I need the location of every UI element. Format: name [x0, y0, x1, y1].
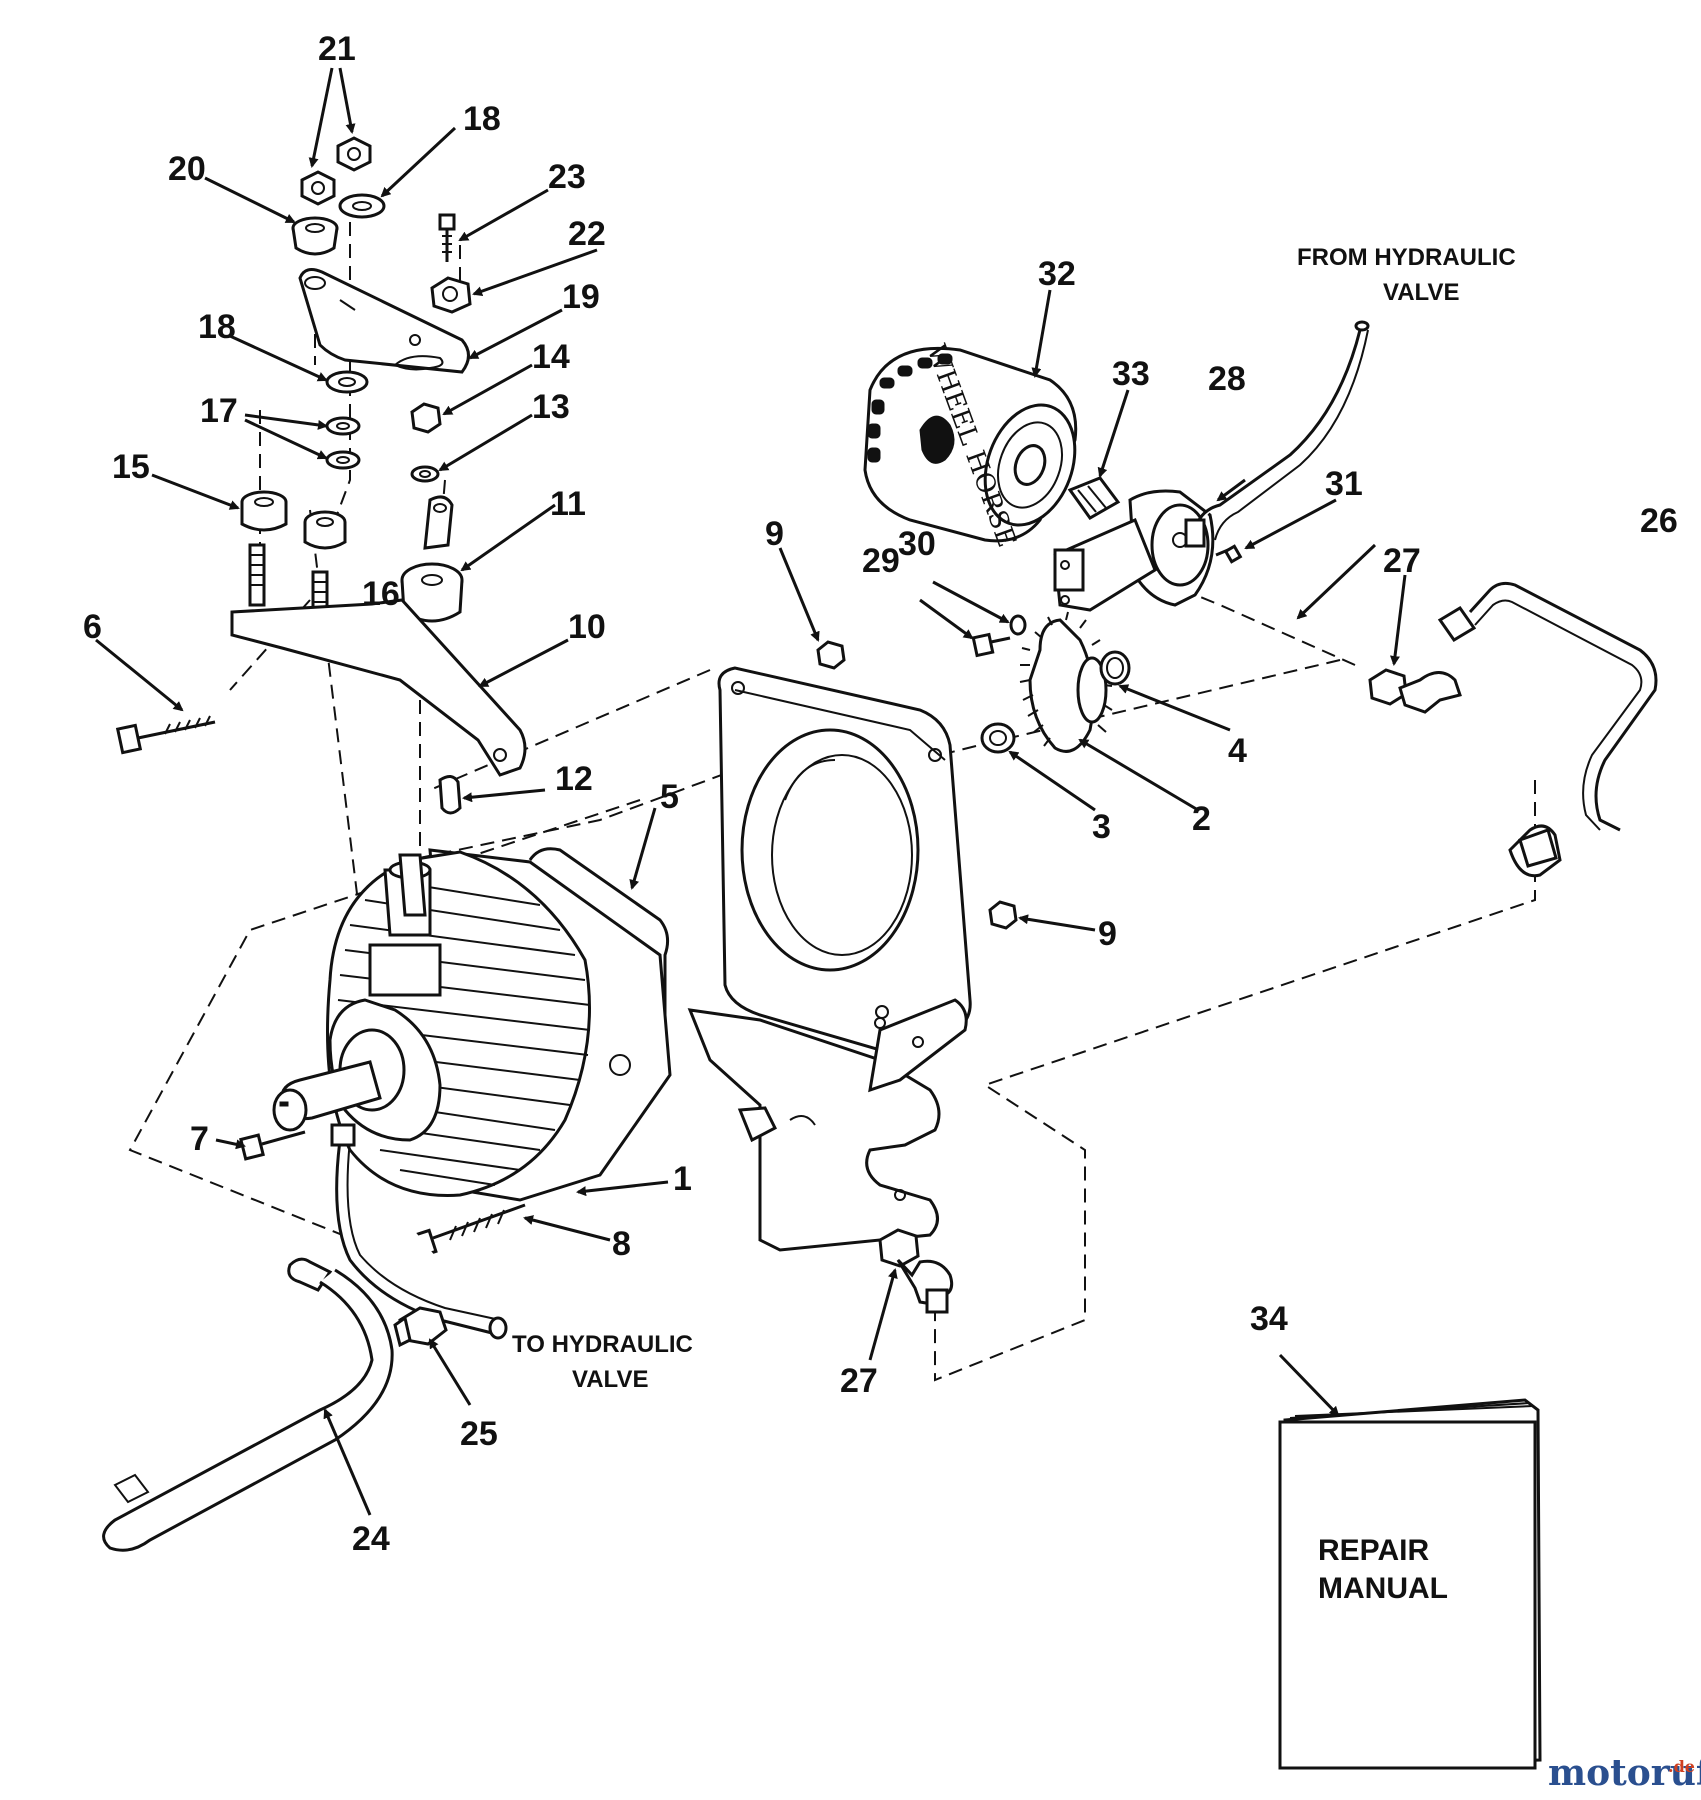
washer-13 [410, 465, 440, 483]
bolt-29 [971, 632, 1011, 658]
screw-31 [1215, 544, 1243, 564]
watermark: motoruf .de [1548, 1752, 1701, 1794]
callout-27-lower: 27 [840, 1362, 878, 1400]
hose-from-valve [1184, 320, 1370, 548]
hydraulic-notes: FROM HYDRAULIC VALVE TO HYDRAULIC VALVE [512, 244, 1516, 1393]
callout-31: 31 [1325, 465, 1363, 503]
washer-18b [325, 370, 369, 394]
bushing-3 [980, 722, 1016, 754]
watermark-suffix: .de [1668, 1757, 1695, 1776]
callout-15: 15 [112, 448, 150, 486]
callout-12: 12 [555, 760, 593, 798]
bolt-6 [115, 715, 216, 755]
grommet-20 [291, 216, 339, 256]
nut-14 [410, 402, 442, 434]
pump-body-1 [272, 847, 778, 1202]
elbow-27b [878, 1228, 954, 1314]
retainer-4 [1099, 650, 1131, 686]
callout-numbers: 21 18 20 23 22 19 18 14 17 13 15 11 16 9… [83, 30, 1678, 1558]
mounting-plate-10 [230, 543, 527, 777]
spacer-15 [240, 490, 288, 532]
callout-28: 28 [1208, 360, 1246, 398]
manual-title-line1: REPAIR [1318, 1534, 1429, 1567]
fitting-25 [393, 1306, 448, 1348]
housing-adapter [687, 666, 972, 1252]
note-to-valve-line2: VALVE [572, 1366, 648, 1393]
callout-34: 34 [1250, 1300, 1288, 1338]
callout-9-top: 9 [765, 515, 784, 553]
callout-6: 6 [83, 608, 102, 646]
note-from-valve-line1: FROM HYDRAULIC [1297, 244, 1516, 271]
callout-23: 23 [548, 158, 586, 196]
washer-17b [325, 450, 361, 470]
callout-7: 7 [190, 1120, 209, 1158]
callout-1: 1 [673, 1160, 692, 1198]
callout-27-upper: 27 [1383, 542, 1421, 580]
callout-14: 14 [532, 338, 570, 376]
nut-21a [300, 170, 336, 206]
spacer-16 [303, 510, 347, 550]
callout-18-top: 18 [463, 100, 501, 138]
hose-to-valve [330, 1123, 508, 1340]
repair-manual-34: REPAIR MANUAL [1278, 1398, 1542, 1770]
nut-22 [430, 276, 472, 314]
washer-30 [1009, 614, 1027, 636]
manual-title-line2: MANUAL [1318, 1572, 1448, 1605]
callout-29: 29 [862, 542, 900, 580]
callout-24: 24 [352, 1520, 390, 1558]
callout-19: 19 [562, 278, 600, 316]
callout-5: 5 [660, 778, 679, 816]
washer-18a [338, 193, 386, 219]
callout-33: 33 [1112, 355, 1150, 393]
callout-4: 4 [1228, 732, 1247, 770]
bolt-23 [438, 213, 456, 262]
tube-24 [102, 1257, 394, 1552]
bolt-7 [239, 1130, 306, 1161]
callout-17: 17 [200, 392, 238, 430]
fitting-33 [1067, 476, 1121, 520]
callout-2: 2 [1192, 800, 1211, 838]
link-11 [400, 495, 464, 623]
callout-3: 3 [1092, 808, 1111, 846]
watermark-main: motoruf [1548, 1752, 1701, 1794]
tube-26 [1437, 581, 1658, 878]
leader-arrows [95, 67, 1407, 1516]
oil-filter-32: WHEEL HORSE [863, 341, 1078, 551]
nut-21b [336, 136, 372, 172]
callout-21: 21 [318, 30, 356, 68]
note-from-valve-line2: VALVE [1383, 279, 1459, 306]
callout-18-lower: 18 [198, 308, 236, 346]
mount-hardware [240, 136, 472, 623]
washer-17a [325, 416, 361, 436]
nut-9a [816, 640, 846, 670]
note-to-valve-line1: TO HYDRAULIC [512, 1331, 693, 1358]
callout-11: 11 [550, 485, 586, 523]
callout-25: 25 [460, 1415, 498, 1453]
nut-9b [988, 900, 1018, 930]
callout-9-right: 9 [1098, 915, 1117, 953]
callout-22: 22 [568, 215, 606, 253]
callout-20: 20 [168, 150, 206, 188]
key-12 [438, 775, 462, 815]
callout-8: 8 [612, 1225, 631, 1263]
gear-2 [1019, 611, 1113, 753]
callout-32: 32 [1038, 255, 1076, 293]
callout-13: 13 [532, 388, 570, 426]
callout-30: 30 [898, 525, 936, 563]
filter-adapter-28 [1053, 489, 1215, 612]
callout-26: 26 [1640, 502, 1678, 540]
elbow-27a [1368, 668, 1462, 714]
callout-16: 16 [362, 575, 400, 613]
callout-10: 10 [568, 608, 606, 646]
